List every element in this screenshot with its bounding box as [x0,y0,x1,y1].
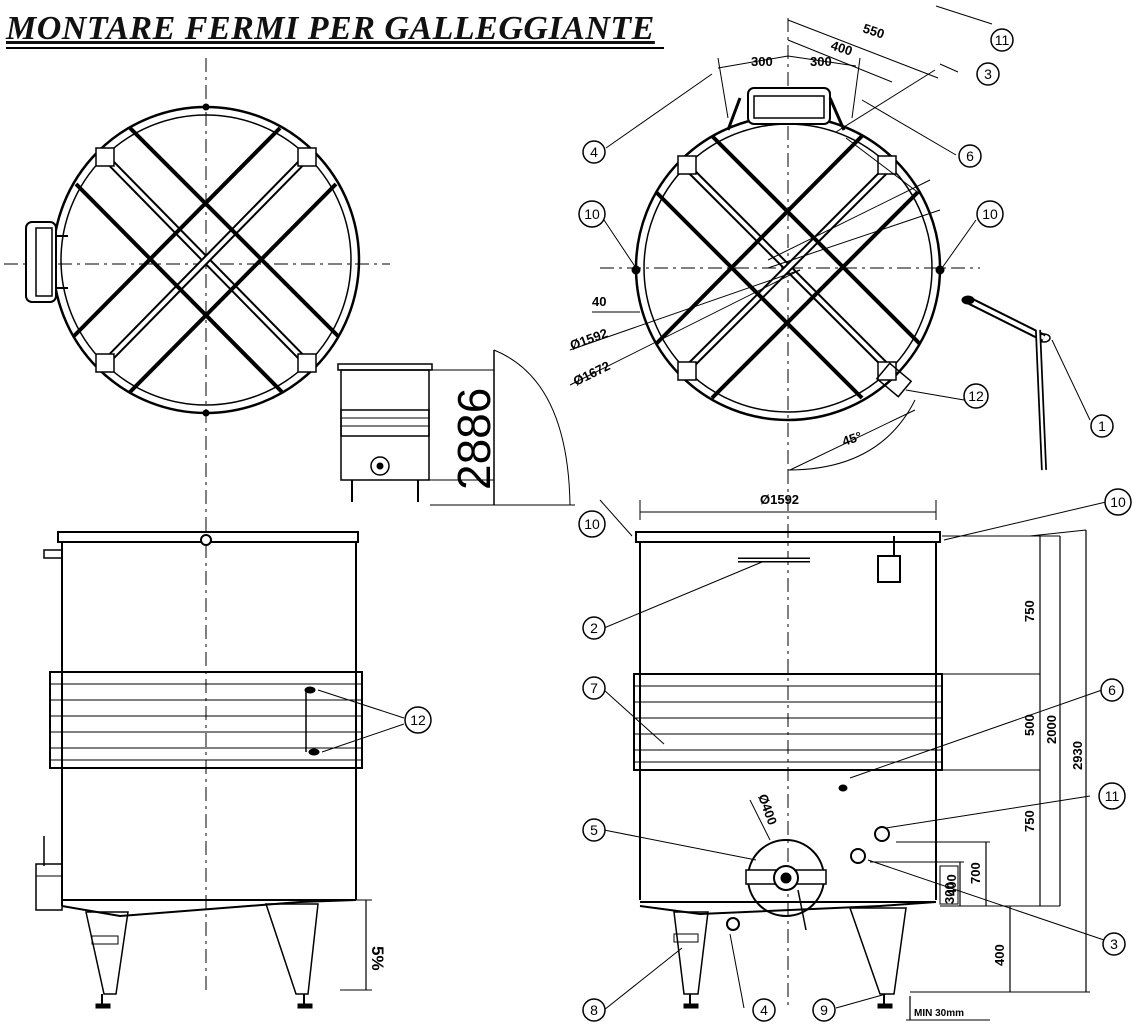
svg-text:8: 8 [590,1002,598,1018]
svg-text:10: 10 [1110,494,1126,510]
balloon-11-front: 11 [1098,782,1126,810]
svg-text:10: 10 [584,206,600,222]
svg-text:6: 6 [966,148,974,164]
dim-400-leg: 400 [992,944,1007,966]
balloon-10-right: 10 [976,200,1004,228]
svg-text:4: 4 [760,1002,768,1018]
balloon-12-side: 12 [404,706,432,734]
svg-text:10: 10 [584,516,600,532]
balloon-4-top: 4 [582,140,606,164]
svg-text:11: 11 [995,32,1010,48]
dim-400-fitting: 400 [944,874,959,896]
balloon-3-front: 3 [1102,932,1126,956]
top-view-left [4,58,390,990]
balloon-8: 8 [582,998,606,1022]
svg-text:10: 10 [982,206,998,222]
dim-dia-400: Ø400 [755,792,780,827]
dim-300: 300 [942,882,957,904]
svg-text:4: 4 [590,144,598,160]
svg-text:5: 5 [590,822,598,838]
svg-text:3: 3 [1110,936,1118,952]
dim-750-top: 750 [1022,600,1037,622]
tank-thumbnail [337,349,575,506]
svg-text:9: 9 [820,1002,828,1018]
dim-2000: 2000 [1044,715,1059,744]
min-30mm-note: MIN 30mm [914,1008,964,1019]
front-view-right [633,470,1090,1021]
balloon-10-left: 10 [578,200,606,228]
leaders-right [599,5,1107,1011]
slope-5-percent: 5% [368,946,387,971]
dim-700: 700 [968,862,983,884]
height-2886-label: 2886 [448,388,500,490]
dim-dia-1592: Ø1592 [568,325,610,352]
dim-300-right: 300 [810,54,832,69]
balloon-11-top: 11 [990,28,1014,52]
dim-angle-45: 45° [840,429,863,449]
dim-500: 500 [1022,714,1037,736]
dim-550: 550 [861,21,886,42]
dim-400: 400 [829,38,854,59]
balloon-10-front-left: 10 [578,510,606,538]
balloon-6-top: 6 [958,144,982,168]
balloon-12-top: 12 [963,383,989,409]
dim-dia-1672: Ø1672 [571,358,613,389]
balloon-4-front: 4 [752,998,776,1022]
svg-text:12: 12 [410,712,426,728]
balloon-1: 1 [1090,414,1114,438]
top-view-right [569,18,980,471]
svg-text:12: 12 [968,388,984,404]
balloon-9: 9 [812,998,836,1022]
svg-text:11: 11 [1105,788,1120,804]
side-view-left [35,531,372,1009]
drawing-title: MONTARE FERMI PER GALLEGGIANTE [6,10,655,47]
balloon-2: 2 [582,616,606,640]
float-rod-detail [961,295,1091,471]
svg-text:3: 3 [984,66,992,82]
dim-750-bottom: 750 [1022,810,1037,832]
balloon-7: 7 [582,676,606,700]
dim-300-left: 300 [751,54,773,69]
balloon-6-front: 6 [1100,678,1124,702]
balloon-5: 5 [582,818,606,842]
dim-front-dia-1592: Ø1592 [760,492,799,507]
svg-text:1: 1 [1098,418,1106,434]
balloon-10-front-right: 10 [1104,488,1132,516]
dim-40: 40 [592,294,606,309]
svg-text:2: 2 [590,620,598,636]
svg-text:6: 6 [1108,682,1116,698]
leaders-12-left [317,689,405,753]
svg-text:7: 7 [590,680,598,696]
dim-2930: 2930 [1070,741,1085,770]
balloon-3-top: 3 [976,62,1000,86]
